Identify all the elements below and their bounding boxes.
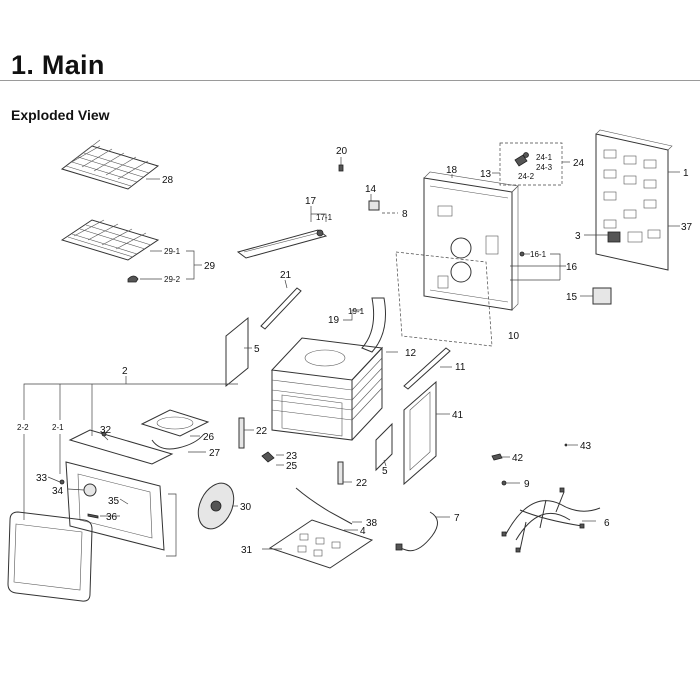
part-duct-19 [343,297,386,353]
callout-22b: 22 [356,478,368,489]
callout-25: 25 [286,461,298,472]
callout-10: 10 [508,331,520,342]
callout-34: 34 [52,486,64,497]
part-power-cord-7 [395,511,450,552]
part-oven-rack-29 [60,219,202,283]
callout-35: 35 [108,496,120,507]
part-convection-heater-26 [140,409,210,453]
callout-24-3: 24-3 [536,163,553,172]
page-title: 1. Main [11,50,105,80]
section-subtitle: Exploded View [11,107,110,123]
callout-21: 21 [280,270,292,281]
callout-23: 23 [286,451,298,462]
callout-13: 13 [480,169,492,180]
callout-11: 11 [455,362,466,373]
callout-18: 18 [446,165,458,176]
callout-29: 29 [204,261,216,272]
callout-2-2: 2-2 [17,423,29,432]
part-element-21 [260,279,302,330]
callout-9: 9 [524,479,530,490]
callout-41: 41 [452,410,464,421]
callout-24-1: 24-1 [536,153,553,162]
part-wire-harness-6 [501,487,601,553]
part-door-glass-2-2 [7,511,93,602]
part-door-assembly-2 [23,376,238,520]
callout-32: 32 [100,425,112,436]
callout-5a: 5 [254,344,260,355]
callout-17-1: 17-1 [316,213,333,222]
part-oven-cavity [270,337,398,441]
callout-29-1: 29-1 [164,247,181,256]
part-thermostat-24 [492,142,570,186]
part-broil-heater-17 [236,206,328,259]
part-hardware-43 [564,443,578,447]
callout-15: 15 [566,292,578,303]
part-oven-rack-28 [60,139,160,190]
callout-19: 19 [328,315,340,326]
callout-43: 43 [580,441,592,452]
part-support-22b [337,461,352,485]
callout-30: 30 [240,502,252,513]
callout-22a: 22 [256,426,268,437]
callout-31: 31 [241,545,253,556]
callout-2: 2 [122,366,128,377]
callout-24: 24 [573,158,585,169]
callout-36: 36 [106,512,118,523]
part-convection-fan-30 [197,482,238,530]
callout-37: 37 [681,222,693,233]
callout-29-2: 29-2 [164,275,181,284]
part-hardware-42 [491,453,510,461]
callout-7: 7 [454,513,460,524]
callout-28: 28 [162,175,174,186]
part-rear-panel-18 [395,171,519,347]
callout-38: 38 [366,518,378,529]
part-bracket-15 [580,287,612,305]
part-base-pan-31 [262,487,374,569]
part-sensor-20 [338,157,344,172]
callout-6: 6 [604,518,610,529]
part-connector-23 [261,451,284,466]
callout-8: 8 [402,209,408,220]
part-bracket-14 [368,194,398,214]
part-door-panel [47,461,177,557]
callout-27: 27 [209,448,221,459]
callout-26: 26 [203,432,215,443]
callout-20: 20 [336,146,348,157]
callout-17: 17 [305,196,317,207]
callout-19-1: 19-1 [348,307,365,316]
part-back-cover-1 [584,129,680,271]
callout-1: 1 [683,168,689,179]
part-door-trim-32 [68,429,174,465]
callout-14: 14 [365,184,377,195]
callout-12: 12 [405,348,417,359]
part-harness-16 [510,251,566,281]
part-insulation-5b [375,422,393,472]
part-insulation-5a [225,316,252,388]
callout-33: 33 [36,473,48,484]
callout-5b: 5 [382,466,388,477]
callout-16: 16 [566,262,578,273]
title-divider [0,80,700,81]
part-element-11 [403,347,452,390]
callout-16-1: 16-1 [530,250,547,259]
callout-42: 42 [512,453,524,464]
callout-24-2: 24-2 [518,172,535,181]
callout-3: 3 [575,231,581,242]
part-hardware-9 [501,480,520,486]
part-door-frame-41 [403,380,450,486]
callout-4: 4 [360,526,366,537]
callout-2-1: 2-1 [52,423,64,432]
callout-labels: 20 28 17 17-1 14 8 18 13 24-1 24-3 24-2 … [17,146,693,556]
part-support-22a [238,417,254,449]
